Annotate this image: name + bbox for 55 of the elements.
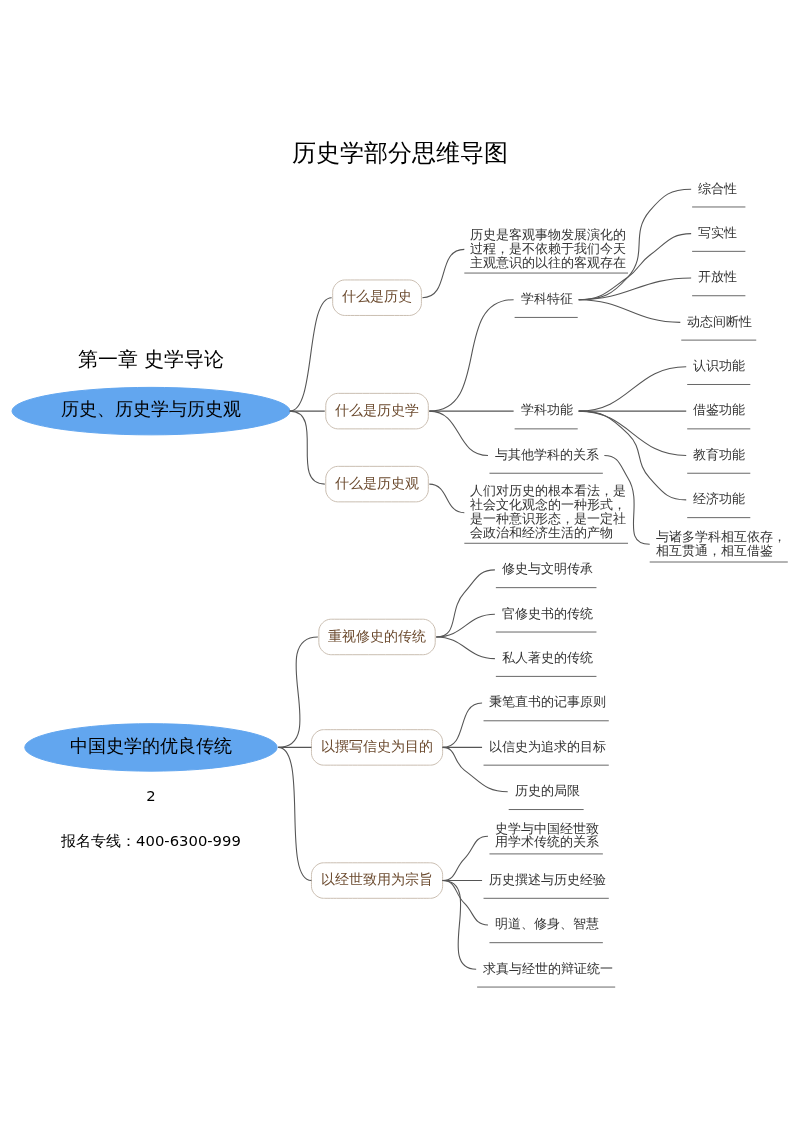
node-text: 认识功能 <box>693 357 746 373</box>
node-text: 秉笔直书的记事原则 <box>489 693 607 709</box>
label: 报名专线：400-6300-999 <box>61 831 241 849</box>
connector <box>603 454 651 545</box>
node-box: 什么是历史观 <box>325 465 429 502</box>
connector <box>289 410 326 412</box>
node-text: 历史的局限 <box>514 782 580 798</box>
connector <box>442 702 483 748</box>
node-text: 学科功能 <box>520 401 573 417</box>
node-ellipse: 中国史学的优良传统 <box>24 722 278 772</box>
node-text: 综合性 <box>698 180 738 196</box>
node-text: 修史与文明传承 <box>501 560 593 576</box>
connector <box>421 248 465 298</box>
node-text: 开放性 <box>698 268 738 284</box>
connector <box>578 298 681 323</box>
node-text: 学科特征 <box>520 290 573 306</box>
connector <box>289 296 333 412</box>
node-box: 以撰写信史为目的 <box>310 728 444 766</box>
node-box: 什么是历史 <box>332 278 422 316</box>
node-text: 动态间断性 <box>687 313 753 329</box>
label: 第一章 史学导论 <box>77 347 225 371</box>
connector <box>578 365 687 412</box>
connector <box>442 746 509 792</box>
connector <box>578 410 687 456</box>
connector <box>442 879 477 970</box>
connector <box>435 635 496 659</box>
node-box: 重视修史的传统 <box>318 618 436 655</box>
connector <box>428 298 515 412</box>
node-text: 求真与经世的辩证统一 <box>483 960 614 976</box>
node-text: 私人著史的传统 <box>501 649 593 665</box>
connector <box>428 410 515 412</box>
node-text: 以信史为追求的目标 <box>489 738 607 754</box>
connector <box>428 410 489 456</box>
node-text: 明道、修身、智慧 <box>495 915 600 931</box>
connector <box>428 483 465 513</box>
node-text: 史学与中国经世致用学术传统的关系 <box>495 820 600 849</box>
node-text: 历史撰述与历史经验 <box>489 871 607 887</box>
node-text: 人们对历史的根本看法，是社会文化观念的一种形式，是一种意识形态，是一定社会政治和经济生活的产物 <box>470 482 627 540</box>
connector <box>578 410 687 500</box>
node-ellipse: 历史、历史学与历史观 <box>11 386 291 435</box>
node-box: 什么是历史学 <box>325 392 429 429</box>
node-text: 与其他学科的关系 <box>495 446 600 462</box>
label: 2 <box>146 786 156 804</box>
node-box: 以经世致用为宗旨 <box>310 861 444 899</box>
node-text: 写实性 <box>698 224 738 240</box>
node-text: 借鉴功能 <box>693 401 746 417</box>
node-text: 教育功能 <box>693 446 746 462</box>
connector <box>578 410 687 412</box>
node-text: 历史是客观事物发展演化的过程，是不依赖于我们今天主观意识的以往的客观存在 <box>470 226 627 270</box>
node-text: 官修史书的传统 <box>501 605 593 621</box>
diagram-title: 历史学部分思维导图 <box>292 138 508 167</box>
connector <box>277 746 312 881</box>
node-text: 与诸多学科相互依存，相互贯通，相互借鉴 <box>655 528 786 558</box>
node-text: 经济功能 <box>693 490 746 506</box>
connector <box>289 410 326 485</box>
